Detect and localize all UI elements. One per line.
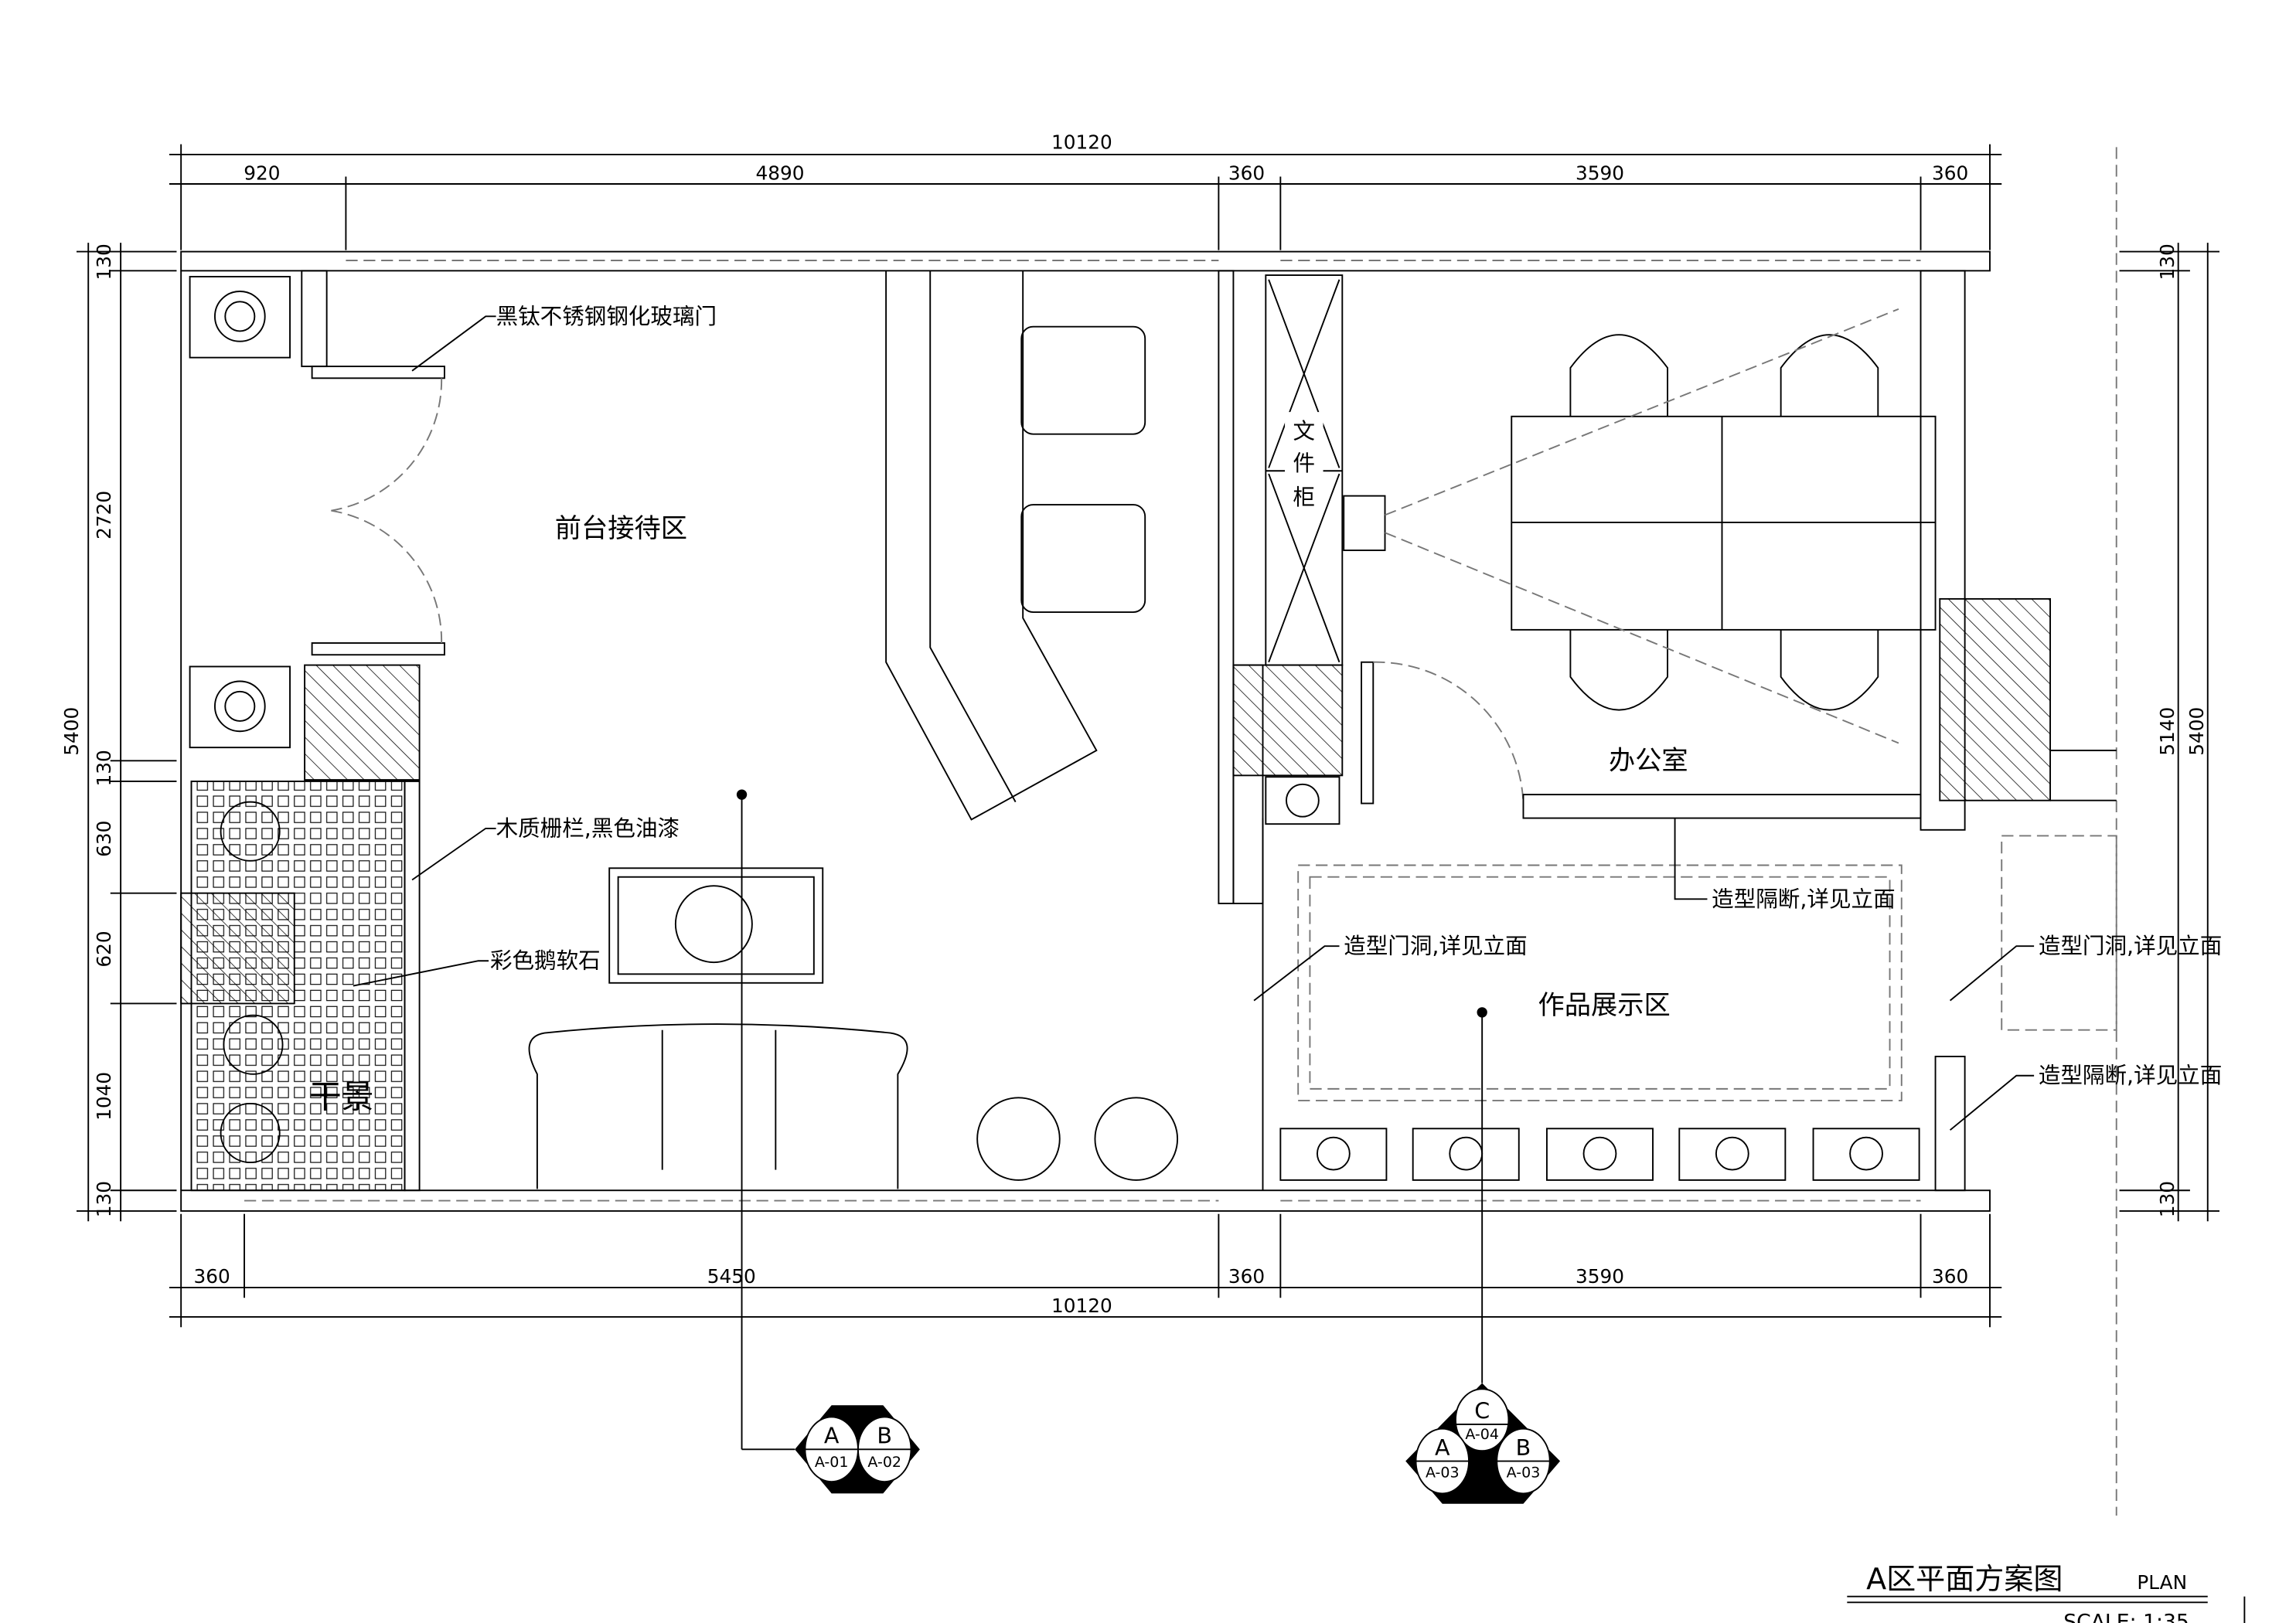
marker-sheet: A-03: [1426, 1464, 1460, 1481]
elevation-marker-group-2: C A-04 A A-03 B A-03: [1405, 1007, 1561, 1504]
annotation-glass-door: 黑钛不锈钢钢化玻璃门: [496, 303, 717, 329]
dim-bottom: 5450: [707, 1265, 756, 1288]
drawing-title: A区平面方案图: [1866, 1562, 2063, 1596]
drawing-scale: SCALE: 1:35: [2063, 1611, 2189, 1623]
dim-bottom: 360: [194, 1265, 230, 1288]
drawing-subtitle: PLAN: [2137, 1571, 2187, 1594]
right-dimensions: 130 5140 130 5400: [2115, 147, 2219, 1516]
reception-desk: [885, 270, 1146, 821]
dim-bottom: 360: [1228, 1265, 1265, 1288]
dim-left: 630: [93, 821, 115, 857]
gallery-display: [1279, 835, 2117, 1181]
dim-left: 1040: [93, 1072, 115, 1121]
room-office: 办公室: [1609, 746, 1688, 777]
annotation-doorway-right: 造型门洞,详见立面: [2039, 933, 2222, 959]
marker-sheet: A-01: [815, 1454, 849, 1471]
dim-left: 2720: [93, 491, 115, 539]
office-desks: [1343, 308, 1937, 744]
dim-top: 3590: [1576, 162, 1624, 184]
room-gallery: 作品展示区: [1538, 990, 1671, 1021]
file-cabinet: 文 件 柜: [1265, 274, 1344, 666]
dim-right: 130: [2156, 1181, 2178, 1217]
dim-left: 130: [93, 243, 115, 280]
marker-sheet: A-03: [1507, 1464, 1541, 1481]
dim-right: 5140: [2156, 707, 2178, 756]
annotation-office-partition: 造型隔断,详见立面: [1712, 886, 1895, 912]
marker-sheet: A-04: [1465, 1426, 1499, 1443]
room-reception: 前台接待区: [555, 513, 687, 544]
elevation-marker-group-1: A A-01 B A-02: [736, 789, 920, 1494]
dim-left: 620: [93, 931, 115, 967]
marker-letter: B: [1516, 1434, 1531, 1461]
annotation-partition-right: 造型隔断,详见立面: [2039, 1062, 2222, 1088]
dim-left: 130: [93, 750, 115, 786]
dry-landscape: [190, 781, 421, 1192]
dim-top: 360: [1932, 162, 1968, 184]
annotation-pebbles: 彩色鹅软石: [490, 948, 601, 974]
dim-left-total: 5400: [60, 707, 83, 756]
room-dry-landscape: 干景: [309, 1078, 374, 1116]
dim-bottom-total: 10120: [1051, 1295, 1112, 1317]
dim-right-total: 5400: [2185, 707, 2208, 756]
annotation-fence: 木质栅栏,黑色油漆: [496, 815, 680, 841]
marker-letter: A: [1435, 1434, 1450, 1461]
equipment-units: [189, 275, 1340, 825]
top-dimensions: 10120 920 4890 360 3590 360: [169, 131, 2002, 250]
marker-letter: A: [824, 1423, 840, 1449]
dim-top-total: 10120: [1051, 131, 1112, 153]
dim-top: 360: [1228, 162, 1265, 184]
dim-bottom: 3590: [1576, 1265, 1624, 1288]
dim-top: 4890: [756, 162, 805, 184]
cabinet-label: 柜: [1293, 484, 1316, 510]
marker-letter: C: [1474, 1397, 1490, 1424]
lounge-furniture: [528, 867, 1179, 1189]
left-dimensions: 130 2720 130 630 620 1040 130 5400: [60, 243, 177, 1222]
marker-sheet: A-02: [867, 1454, 901, 1471]
marker-letter: B: [877, 1423, 892, 1449]
dim-bottom: 360: [1932, 1265, 1968, 1288]
cabinet-label: 件: [1293, 450, 1316, 476]
office-door[interactable]: [1361, 661, 1524, 805]
glass-door[interactable]: [311, 366, 445, 656]
dim-left: 130: [93, 1181, 115, 1217]
annotations: 黑钛不锈钢钢化玻璃门 木质栅栏,黑色油漆 彩色鹅软石 造型隔断,详见立面 造型门…: [353, 303, 2222, 1131]
walls: [180, 250, 2117, 1212]
title-block: A区平面方案图 PLAN SCALE: 1:35: [1847, 1562, 2246, 1623]
bottom-dimensions: 360 5450 360 3590 360 10120: [169, 1213, 2002, 1328]
office-partition: [1522, 794, 1922, 819]
dim-top: 920: [244, 162, 280, 184]
cabinet-label: 文: [1293, 417, 1316, 444]
annotation-doorway-left: 造型门洞,详见立面: [1344, 933, 1527, 959]
dim-right: 130: [2156, 243, 2178, 280]
